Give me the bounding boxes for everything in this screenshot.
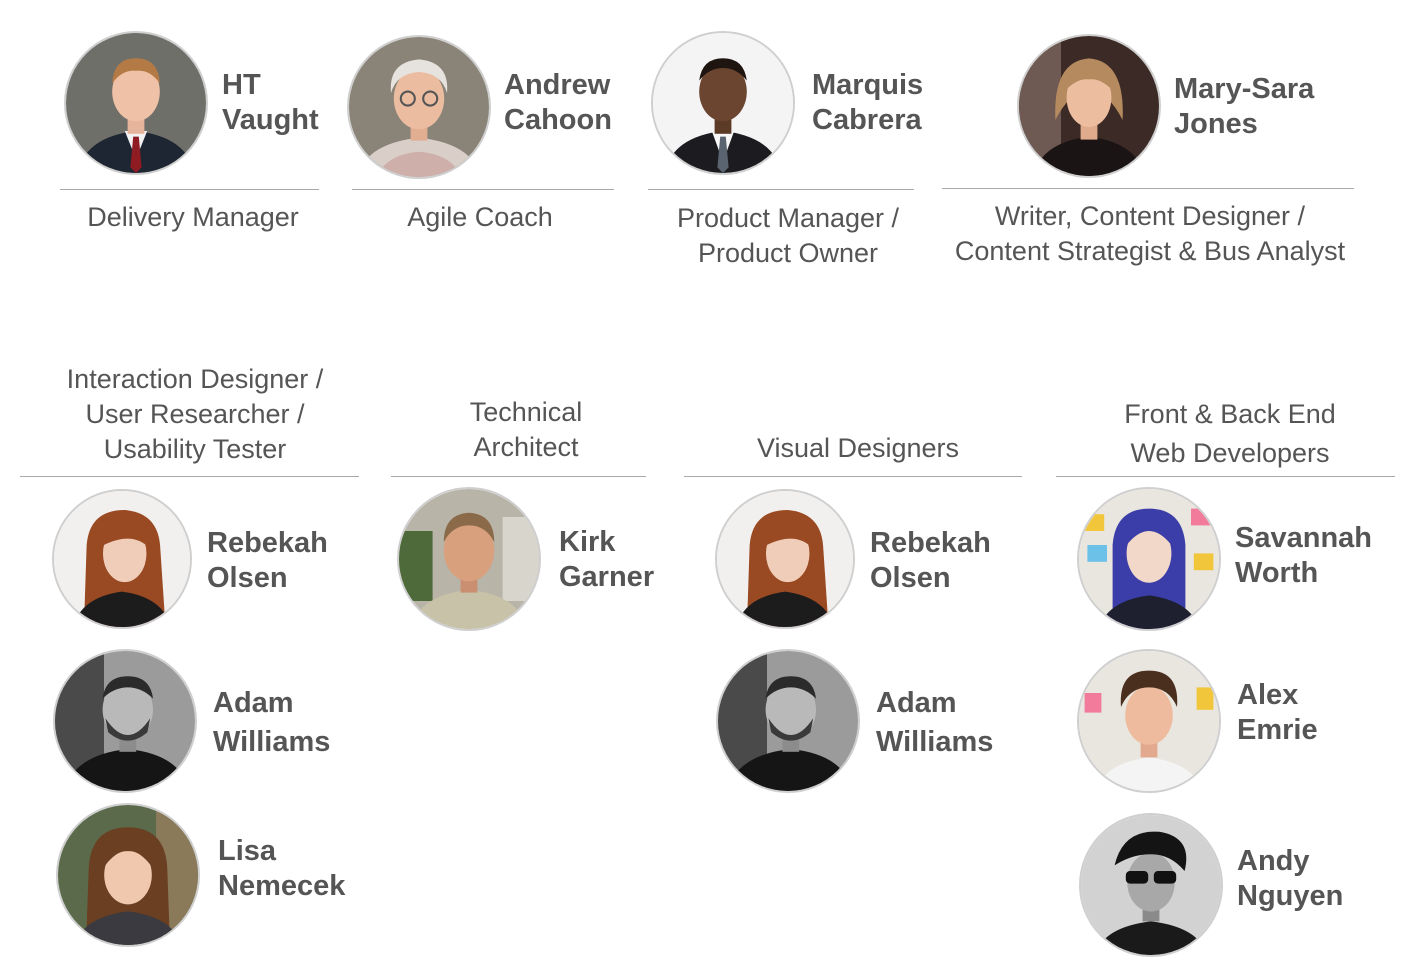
first-name: Adam: [213, 687, 294, 719]
role-line: Product Owner: [697, 238, 879, 268]
role-line: Product Manager /: [676, 203, 900, 233]
person-name: Andrew Cahoon: [504, 68, 612, 138]
avatar-kirk-garner: [397, 487, 541, 631]
divider: [648, 189, 914, 190]
avatar-savannah-worth: [1077, 487, 1221, 631]
first-name: Savannah: [1235, 522, 1372, 554]
last-name: Emrie: [1237, 714, 1318, 746]
first-name: Adam: [876, 687, 957, 719]
portrait-icon-young-man: [1079, 651, 1219, 791]
portrait-icon-bw-man: [55, 651, 195, 791]
divider: [942, 188, 1354, 189]
person-name: Mary-Sara Jones: [1174, 72, 1314, 142]
role-line: User Researcher /: [85, 399, 305, 429]
role-title: Visual Designers: [684, 431, 1032, 466]
role-line: Technical: [469, 397, 583, 427]
avatar-andy-nguyen: [1079, 813, 1223, 957]
role-title: Technical Architect: [391, 395, 661, 465]
last-name: Williams: [876, 726, 994, 758]
last-name: Olsen: [207, 562, 288, 594]
avatar-adam-williams: [716, 649, 860, 793]
first-name: Marquis: [812, 69, 924, 101]
person-name: Savannah Worth: [1235, 521, 1372, 591]
first-name: Rebekah: [870, 527, 991, 559]
role-line: Web Developers: [1130, 438, 1330, 468]
person-name: Kirk Garner: [559, 525, 654, 595]
portrait-icon-gray-hair-man: [349, 37, 489, 177]
role-line: Architect: [473, 432, 579, 462]
role-title: Agile Coach: [352, 200, 608, 235]
role-line: Delivery Manager: [87, 202, 299, 232]
portrait-icon-blue-hair-woman: [1079, 489, 1219, 629]
avatar-lisa-nemecek: [56, 803, 200, 947]
role-line: Interaction Designer /: [66, 364, 324, 394]
first-name: Mary-Sara: [1174, 73, 1315, 105]
role-title: Delivery Manager: [60, 200, 326, 235]
last-name: Nemecek: [218, 870, 346, 902]
role-line: Front & Back End: [1124, 399, 1336, 429]
last-name: Worth: [1235, 557, 1319, 589]
portrait-icon-man: [399, 489, 539, 629]
avatar-alex-emrie: [1077, 649, 1221, 793]
last-name: Nguyen: [1237, 880, 1344, 912]
person-name: Lisa Nemecek: [218, 834, 345, 904]
role-line: Content Strategist & Bus Analyst: [954, 236, 1346, 266]
first-name: Lisa: [218, 835, 277, 867]
person-name: Rebekah Olsen: [207, 526, 328, 596]
first-name: HT: [222, 69, 261, 101]
divider: [352, 189, 614, 190]
divider: [684, 476, 1022, 477]
avatar-marquis-cabrera: [651, 31, 795, 175]
person-name: Adam Williams: [213, 684, 330, 762]
last-name: Jones: [1174, 108, 1258, 140]
portrait-icon-suit-man: [66, 33, 206, 173]
avatar-rebekah-olsen: [52, 489, 192, 629]
divider: [20, 476, 359, 477]
role-title: Product Manager / Product Owner: [648, 201, 928, 271]
person-name: Alex Emrie: [1237, 678, 1318, 748]
last-name: Garner: [559, 561, 655, 593]
avatar-andrew-cahoon: [347, 35, 491, 179]
portrait-icon-woman: [1019, 36, 1159, 176]
role-title: Front & Back End Web Developers: [1056, 395, 1404, 473]
portrait-icon-red-hair-woman: [54, 491, 190, 627]
role-title: Writer, Content Designer / Content Strat…: [942, 199, 1358, 269]
person-name: HT Vaught: [222, 68, 319, 138]
last-name: Olsen: [870, 562, 951, 594]
person-name: Adam Williams: [876, 684, 993, 762]
portrait-icon-woman: [58, 805, 198, 945]
portrait-icon-sunglasses-man: [1081, 815, 1221, 955]
first-name: Andy: [1237, 845, 1310, 877]
role-line: Visual Designers: [756, 433, 960, 463]
role-title: Interaction Designer / User Researcher /…: [20, 362, 370, 467]
last-name: Cahoon: [504, 104, 612, 136]
first-name: Andrew: [504, 69, 611, 101]
last-name: Vaught: [222, 104, 319, 136]
avatar-rebekah-olsen: [715, 489, 855, 629]
person-name: Marquis Cabrera: [812, 68, 923, 138]
role-line: Agile Coach: [407, 202, 553, 232]
person-name: Rebekah Olsen: [870, 526, 991, 596]
last-name: Williams: [213, 726, 331, 758]
portrait-icon-bw-man: [718, 651, 858, 791]
avatar-mary-sara-jones: [1017, 34, 1161, 178]
portrait-icon-red-hair-woman: [717, 491, 853, 627]
portrait-icon-suit-man: [653, 33, 793, 173]
first-name: Kirk: [559, 526, 616, 558]
first-name: Alex: [1237, 679, 1299, 711]
divider: [391, 476, 646, 477]
first-name: Rebekah: [207, 527, 328, 559]
divider: [60, 189, 319, 190]
last-name: Cabrera: [812, 104, 922, 136]
person-name: Andy Nguyen: [1237, 844, 1343, 914]
role-line: Usability Tester: [103, 434, 287, 464]
role-line: Writer, Content Designer /: [994, 201, 1306, 231]
avatar-adam-williams: [53, 649, 197, 793]
avatar-ht-vaught: [64, 31, 208, 175]
divider: [1056, 476, 1395, 477]
